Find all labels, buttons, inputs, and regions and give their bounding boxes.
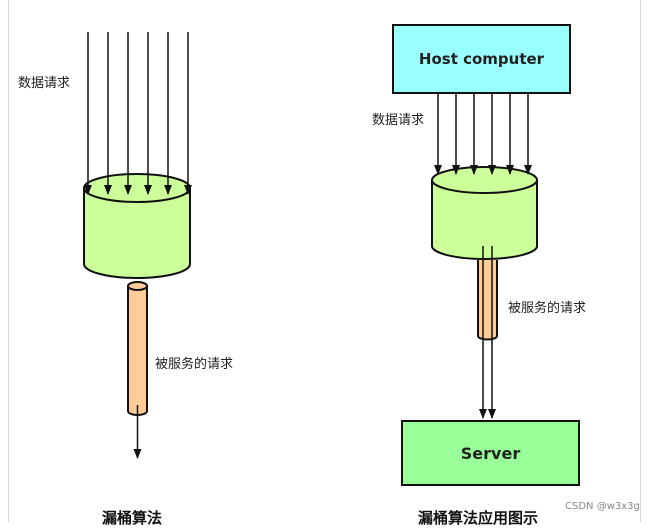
right-incoming-label: 数据请求 [372, 113, 425, 128]
server-box: Server [401, 420, 580, 486]
right-bucket [431, 166, 538, 260]
host-computer-box: Host computer [392, 24, 571, 94]
left-leak-pipe [127, 281, 148, 416]
right-caption: 漏桶算法应用图示 [418, 509, 539, 527]
left-bucket [83, 173, 191, 279]
left-incoming-arrows [84, 32, 192, 195]
left-caption: 漏桶算法 [102, 509, 163, 527]
host-computer-label: Host computer [418, 50, 545, 68]
watermark-text: CSDN @w3x3g [565, 501, 640, 512]
left-outgoing-label: 被服务的请求 [155, 357, 234, 372]
frame-border-left [8, 0, 9, 522]
left-incoming-label: 数据请求 [18, 76, 71, 91]
right-leak-pipe [477, 260, 498, 341]
right-outgoing-arrows [479, 246, 496, 419]
right-outgoing-label: 被服务的请求 [508, 301, 587, 316]
frame-border-right [640, 0, 641, 522]
right-incoming-arrows [434, 94, 532, 175]
server-label: Server [460, 443, 521, 463]
